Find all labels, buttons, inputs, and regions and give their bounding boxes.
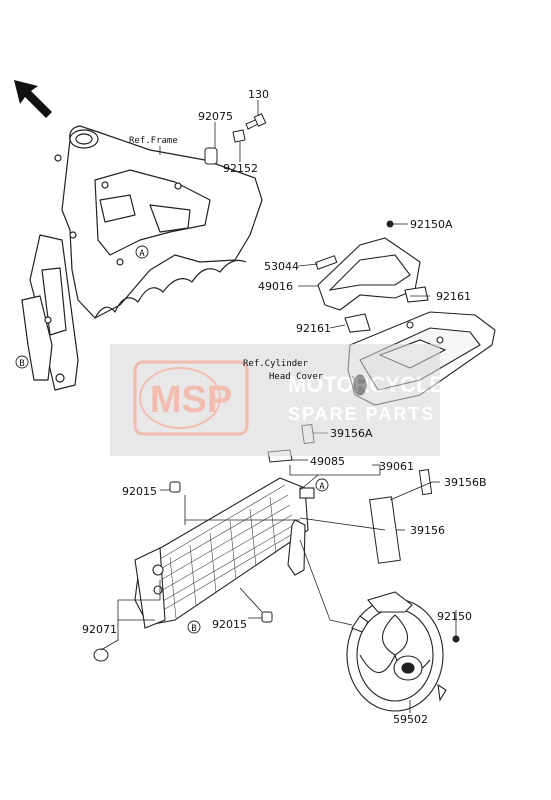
marker-a-frame xyxy=(135,245,149,259)
watermark-line1: MOTORCYCLE xyxy=(288,372,444,397)
ref-cylinder-label: Ref.Cylinder xyxy=(243,359,309,369)
ref-frame-label: Ref.Frame xyxy=(129,136,178,146)
marker-a-frame-label: A xyxy=(139,249,145,259)
part-label-130: 130 xyxy=(248,88,269,101)
watermark-logo: MSP xyxy=(150,379,232,421)
ref-head-cover-label: Head Cover xyxy=(269,372,324,382)
leader-lines xyxy=(100,100,457,713)
part-label-39061: 39061 xyxy=(379,460,414,473)
part-label-92150A: 92150A xyxy=(410,218,453,231)
part-label-92015-lower: 92015 xyxy=(212,618,247,631)
part-label-49085: 49085 xyxy=(310,455,345,468)
part-label-92075: 92075 xyxy=(198,110,233,123)
part-label-59502: 59502 xyxy=(393,713,428,726)
part-label-92150: 92150 xyxy=(437,610,472,623)
part-label-39156A: 39156A xyxy=(330,427,373,440)
part-label-39156B: 39156B xyxy=(444,476,487,489)
part-label-92071: 92071 xyxy=(82,623,117,636)
part-label-92161-upper: 92161 xyxy=(436,290,471,303)
part-label-92161-lower: 92161 xyxy=(296,322,331,335)
marker-b-frame-label: B xyxy=(19,359,24,369)
part-label-92015-upper: 92015 xyxy=(122,485,157,498)
strip-53044-drawing xyxy=(314,255,338,270)
part-label-39156: 39156 xyxy=(410,524,445,537)
watermark-line2: SPARE PARTS xyxy=(288,404,435,424)
shroud-49016-drawing xyxy=(317,237,429,333)
reference-markers xyxy=(15,245,329,634)
marker-b-frame xyxy=(15,355,29,369)
watermark: MSP MOTORCYCLE SPARE PARTS xyxy=(110,344,444,456)
marker-b-radiator-label: B xyxy=(191,624,196,634)
part-label-53044: 53044 xyxy=(264,260,299,273)
marker-a-radiator xyxy=(315,478,329,492)
part-number-labels: 130 92075 92152 92150A 53044 49016 92161… xyxy=(82,88,487,726)
marker-a-radiator-label: A xyxy=(319,482,325,492)
front-direction-arrow-icon xyxy=(14,80,52,118)
part-label-49016: 49016 xyxy=(258,280,293,293)
fan-assembly-drawing xyxy=(346,591,447,712)
frame-drawing xyxy=(21,125,263,391)
radiator-drawing xyxy=(134,477,315,629)
marker-b-radiator xyxy=(187,620,201,634)
part-label-92152: 92152 xyxy=(223,162,258,175)
